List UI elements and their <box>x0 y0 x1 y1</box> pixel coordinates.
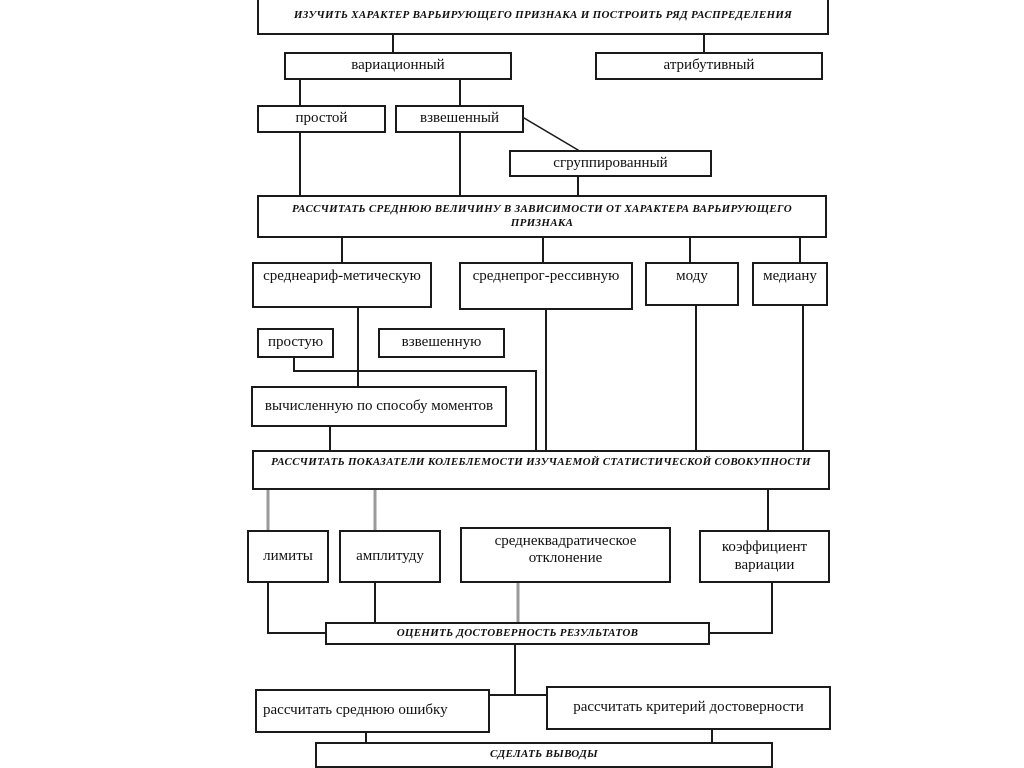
node-simple: простой <box>257 105 386 133</box>
node-assess-reliability: ОЦЕНИТЬ ДОСТОВЕРНОСТЬ РЕЗУЛЬТАТОВ <box>325 622 710 645</box>
node-calc-variation: РАССЧИТАТЬ ПОКАЗАТЕЛИ КОЛЕБЛЕМОСТИ ИЗУЧА… <box>252 450 830 490</box>
node-mean-error: рассчитать среднюю ошибку <box>255 689 490 733</box>
node-limits: лимиты <box>247 530 329 583</box>
node-study-character: ИЗУЧИТЬ ХАРАКТЕР ВАРЬИРУЮЩЕГО ПРИЗНАКА И… <box>257 0 829 35</box>
node-draw-conclusions: СДЕЛАТЬ ВЫВОДЫ <box>315 742 773 768</box>
node-simple-mean: простую <box>257 328 334 358</box>
node-progressive-mean: среднепрог-рессивную <box>459 262 633 310</box>
node-reliability-criterion: рассчитать критерий достоверности <box>546 686 831 730</box>
node-weighted: взвешенный <box>395 105 524 133</box>
node-variation-coefficient: коэффициент вариации <box>699 530 830 583</box>
node-mode: моду <box>645 262 739 306</box>
node-median: медиану <box>752 262 828 306</box>
node-variational: вариационный <box>284 52 512 80</box>
node-moments-method: вычисленную по способу моментов <box>251 386 507 427</box>
node-amplitude: амплитуду <box>339 530 441 583</box>
node-grouped: сгруппированный <box>509 150 712 177</box>
node-calc-average: РАССЧИТАТЬ СРЕДНЮЮ ВЕЛИЧИНУ В ЗАВИСИМОСТ… <box>257 195 827 238</box>
node-arithmetic-mean: среднеариф-метическую <box>252 262 432 308</box>
node-attributive: атрибутивный <box>595 52 823 80</box>
node-weighted-mean: взвешенную <box>378 328 505 358</box>
node-std-deviation: среднеквадратическое отклонение <box>460 527 671 583</box>
edge-n4-n5 <box>522 116 580 152</box>
